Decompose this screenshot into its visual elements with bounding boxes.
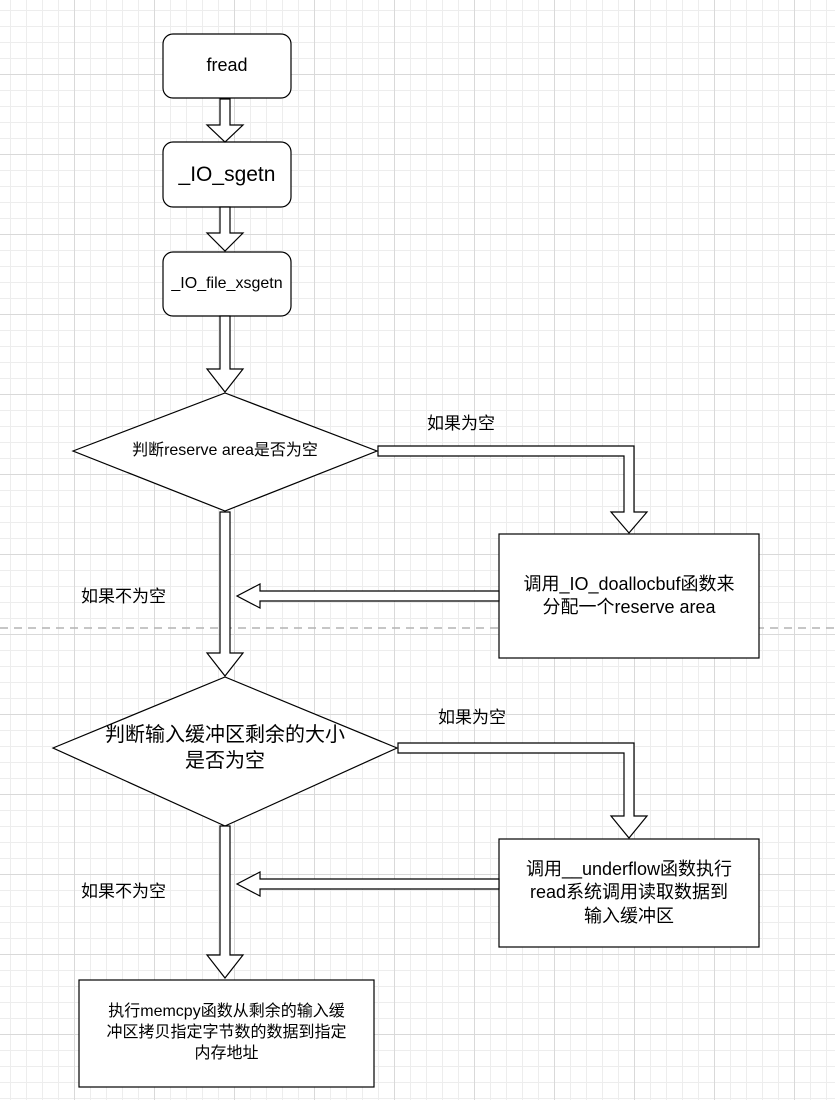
arrow-buffer-empty-branch [397, 742, 649, 839]
edge-label-reserve-empty: 如果为空 [427, 414, 495, 433]
node-alloc-reserve [498, 533, 760, 659]
edge-label-buffer-empty: 如果为空 [438, 708, 506, 727]
io-file-xsgetn-label: _IO_file_xsgetn [171, 274, 283, 292]
arrow-decision-buffer-to-memcpy [205, 825, 245, 979]
arrow-sgetn-to-xsgetn [205, 206, 245, 252]
underflow-label: 调用__underflow函数执行 read系统调用读取数据到 输入缓冲区 [525, 858, 733, 926]
arrow-underflow-to-main-flow [235, 871, 500, 897]
node-memcpy [78, 979, 375, 1088]
node-underflow [498, 838, 760, 948]
io-sgetn-label: _IO_sgetn [178, 162, 276, 186]
node-fread [162, 33, 292, 99]
memcpy-label: 执行memcpy函数从剩余的输入缓 冲区拷贝指定字节数的数据到指定 内存地址 [106, 1003, 347, 1062]
arrow-alloc-to-main-flow [235, 583, 500, 609]
edge-label-reserve-not-empty: 如果不为空 [81, 587, 166, 606]
fread-label: fread [206, 55, 248, 76]
edge-label-buffer-not-empty: 如果不为空 [81, 882, 166, 901]
arrow-xsgetn-to-decision-reserve [205, 315, 245, 393]
decision-reserve-label: 判断reserve area是否为空 [132, 441, 318, 459]
arrow-fread-to-sgetn [205, 98, 245, 143]
arrow-reserve-empty-branch [377, 445, 649, 534]
decision-buffer-label: 判断输入缓冲区剩余的大小 是否为空 [105, 724, 345, 772]
decision-input-buffer [51, 676, 399, 827]
alloc-reserve-label: 调用_IO_doallocbuf函数来 分配一个reserve area [523, 573, 735, 617]
decision-reserve-area [71, 392, 379, 512]
arrow-decision-reserve-to-decision-buffer [205, 511, 245, 677]
